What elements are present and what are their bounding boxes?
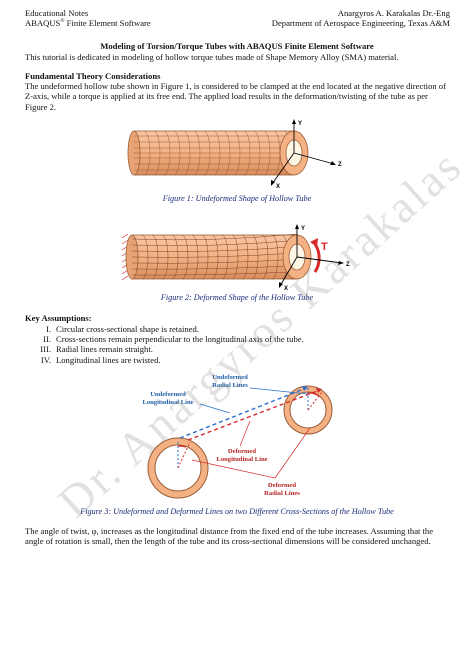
undeformed-longitudinal-line [179,387,307,439]
leader-deformed-radial-far [274,427,311,479]
z-axis-label: Z [346,262,350,268]
leader-deformed-radial-near [191,459,276,479]
z-axis-arrow [296,256,343,264]
section-heading-assumptions: Key Assumptions: [25,313,92,323]
document-title: Modeling of Torsion/Torque Tubes with AB… [100,41,374,51]
label-deformed-radial-2: Radial Lines [264,490,300,497]
leader-deformed-longitudinal [239,420,251,447]
theory-paragraph: The undeformed hollow tube shown in Figu… [25,81,446,112]
z-axis-arrow [293,152,335,165]
tube-mesh-twisted [131,233,299,280]
label-deformed-longitudinal-1: Deformed [228,448,257,455]
assumption-text: Longitudinal lines are twisted. [56,354,161,365]
assumption-number: III. [40,344,51,355]
header-right: Anargyros A. Karakalas Dr.-Eng Departmen… [272,8,450,28]
figure3-cross-sections: Undeformed Radial Lines Undeformed Longi… [142,374,333,499]
deformed-longitudinal-line [187,389,321,441]
figure2-deformed-tube: T Y Z X [121,224,350,292]
torque-label: T [321,241,328,253]
assumptions-list: I. Circular cross-sectional shape is reta… [25,324,304,365]
assumption-number: II. [43,334,51,345]
header-department: Department of Aerospace Engineering, Tex… [271,18,450,28]
assumption-text: Circular cross-sectional shape is retain… [56,324,199,334]
closing-paragraph: The angle of twist, φ, increases as the … [25,526,434,547]
section-heading-theory: Fundamental Theory Considerations [25,71,161,81]
x-axis-arrow [279,256,298,287]
x-axis-label: X [276,184,280,190]
leader-undeformed-radial [249,387,309,395]
header-course: Educational Notes [25,8,89,18]
intro-paragraph: This tutorial is dedicated in modeling o… [25,52,399,62]
assumption-item: II. Cross-sections remain perpendicular t… [25,334,304,344]
tube-mesh [134,130,294,176]
z-axis-label: Z [338,162,342,168]
label-deformed-longitudinal-2: Longitudinal Line [216,456,267,463]
assumption-text: Cross-sections remain perpendicular to t… [56,334,304,345]
assumption-number: IV. [40,354,51,365]
figure2-caption: Figure 2: Deformed Shape of the Hollow T… [160,293,314,302]
y-axis-label: Y [301,226,305,232]
figure3-caption: Figure 3: Undeformed and Deformed Lines … [80,507,394,516]
label-undeformed-radial-1: Undeformed [212,374,248,381]
x-axis-arrow [271,152,295,185]
assumption-number: I. [45,324,51,334]
label-undeformed-radial-2: Radial Lines [212,382,248,389]
assumption-item: III. Radial lines remain straight. [25,344,304,354]
label-undeformed-longitudinal-2: Longitudinal Line [142,399,193,406]
figure1-undeformed-tube: Y Z X [127,119,342,190]
label-undeformed-longitudinal-1: Undeformed [150,391,186,398]
header-left: Educational Notes ABAQUS® Finite Element… [25,8,151,28]
y-axis-label: Y [298,121,302,127]
leader-undeformed-longitudinal [199,403,231,414]
header-author: Anargyros A. Karakalas Dr.-Eng [337,8,450,18]
figure1-caption: Figure 1: Undeformed Shape of Hollow Tub… [162,194,312,203]
assumption-item: IV. Longitudinal lines are twisted. [25,355,304,365]
header-software: ABAQUS® Finite Element Software [25,18,151,28]
x-axis-label: X [284,286,288,292]
near-deformed-radial [177,441,191,469]
assumption-text: Radial lines remain straight. [56,344,153,355]
torque-arrow [313,243,321,273]
label-deformed-radial-1: Deformed [268,482,297,489]
assumption-item: I. Circular cross-sectional shape is reta… [25,324,304,334]
